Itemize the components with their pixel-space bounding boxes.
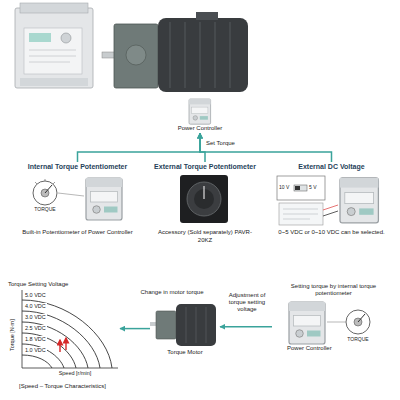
- leader-line: [58, 193, 84, 196]
- node-text: Torque Motor: [153, 349, 217, 356]
- torque-dial: [33, 179, 57, 205]
- dial-label: TORQUE: [343, 337, 373, 343]
- torque-dial: [346, 310, 370, 334]
- voltage-label: 2.5 VDC: [24, 325, 47, 331]
- option-box: External DC Voltage 0~5 VDC or 0~10 VDC c…: [268, 162, 395, 238]
- node-text: Internal Torque Potentiometer: [18, 163, 137, 171]
- node-text: External Torque Potentiometer: [153, 163, 257, 171]
- chart-node: Torque Setting Voltage: [5, 280, 120, 380]
- voltage-label: 1.8 VDC: [24, 336, 47, 342]
- controller-icon: [86, 178, 122, 220]
- controller-icon: [289, 302, 325, 344]
- controller-node: Power Controller: [160, 98, 240, 133]
- potentiometer-knob: [180, 175, 228, 223]
- dial-label: TORQUE: [30, 207, 60, 213]
- torque-chart: [22, 290, 118, 368]
- option-box: Internal Torque PotentiometerBuilt-in Po…: [15, 162, 140, 238]
- controller-icon: [189, 99, 211, 124]
- wire: [323, 211, 338, 216]
- connector-arrow: [78, 133, 201, 162]
- connector-arrow: [120, 328, 150, 330]
- connector-label: Adjustment of torque setting voltage: [222, 292, 272, 313]
- node-text: Setting torque by internal torque potent…: [275, 283, 392, 297]
- node-text: Torque Setting Voltage: [8, 281, 117, 288]
- node-text: Power Controller: [275, 345, 392, 352]
- voltage-label: 1.0 VDC: [24, 347, 47, 353]
- chart-caption: [Speed – Torque Characteristics]: [0, 383, 125, 390]
- controller-photo: [15, 3, 93, 88]
- node-text: External DC Voltage: [271, 163, 392, 171]
- switch-label: 10 V: [279, 185, 289, 191]
- connector-label: Change in motor torque: [124, 289, 220, 296]
- axis-label: Torque [N·m]: [9, 313, 15, 358]
- voltage-label: 4.0 VDC: [24, 303, 47, 309]
- voltage-switch: [277, 176, 325, 225]
- motor-photo: [102, 12, 248, 92]
- voltage-label: 5.0 VDC: [24, 292, 47, 298]
- node-text: 0~5 VDC or 0~10 VDC can be selected.: [271, 229, 392, 236]
- node-text: Built-in Potentiometer of Power Controll…: [18, 229, 137, 236]
- wire: [323, 205, 338, 210]
- connector-label: Set Torque: [206, 140, 235, 147]
- axis-label: Speed [r/min]: [40, 370, 110, 376]
- option-box: External Torque PotentiometerAccessory (…: [150, 162, 260, 245]
- node-text: Power Controller: [163, 125, 237, 132]
- node-text: Accessory (Sold separately) PAVR-20KZ: [153, 229, 257, 243]
- switch-label: 5 V: [309, 185, 317, 191]
- controller-node: Setting torque by internal torque potent…: [272, 282, 395, 354]
- connector-arrow: [220, 326, 272, 328]
- leader-line: [327, 322, 346, 323]
- torque-motor: [150, 304, 216, 346]
- motor-node: Torque Motor: [150, 300, 220, 357]
- connector-arrow: [200, 133, 332, 162]
- controller-icon: [340, 178, 378, 223]
- voltage-label: 3.0 VDC: [24, 314, 47, 320]
